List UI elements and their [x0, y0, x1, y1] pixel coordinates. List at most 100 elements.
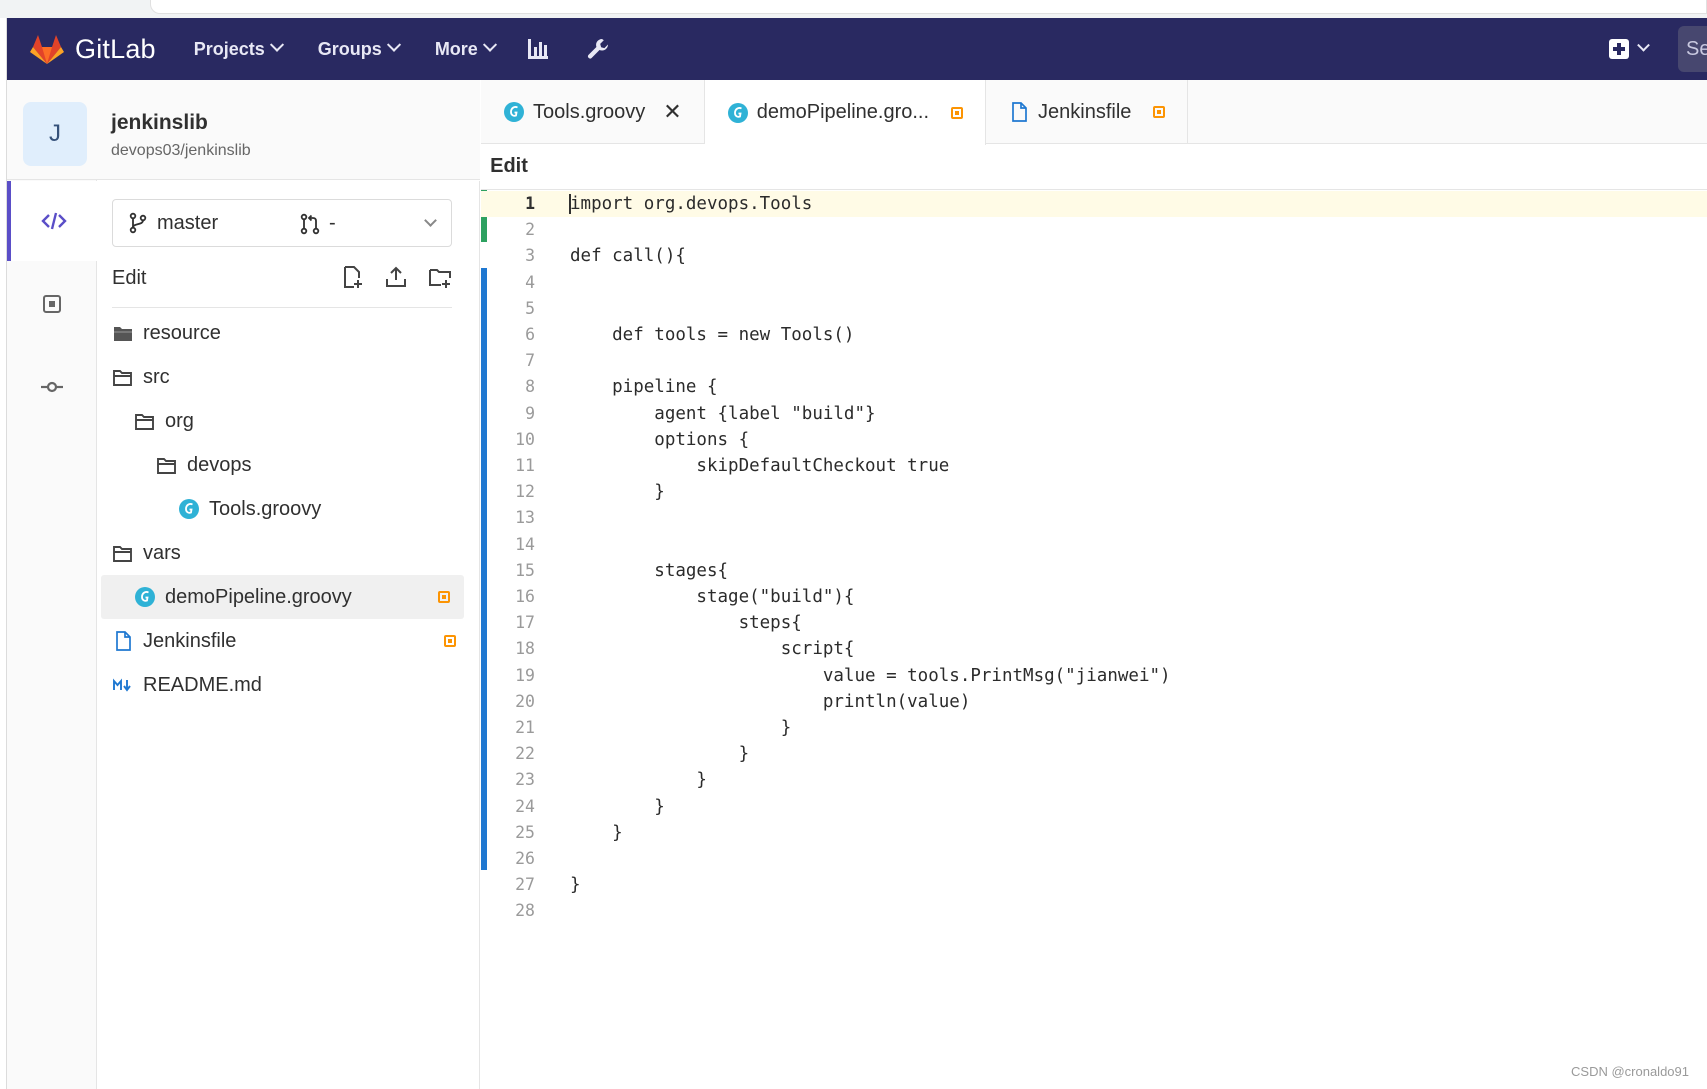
code-line[interactable]: 18 script{	[481, 636, 1707, 662]
new-file-button[interactable]	[338, 263, 366, 291]
code-line[interactable]: 21 }	[481, 715, 1707, 741]
code-text: }	[570, 744, 750, 765]
line-number: 13	[515, 508, 535, 528]
groovy-file-icon	[503, 101, 525, 123]
plus-square-icon	[1609, 39, 1629, 59]
panel-title: Edit	[112, 267, 147, 289]
browser-address-bar[interactable]	[150, 0, 1707, 14]
nav-projects[interactable]: Projects	[194, 37, 284, 60]
file-icon	[112, 630, 134, 652]
tree-folder[interactable]: vars	[98, 531, 480, 575]
line-number: 21	[515, 718, 535, 737]
code-line[interactable]: 24 }	[481, 794, 1707, 820]
code-line[interactable]: 16 stage("build"){	[481, 584, 1707, 610]
code-text: }	[570, 482, 665, 503]
tree-file[interactable]: demoPipeline.groovy	[101, 575, 464, 619]
tree-file[interactable]: Jenkinsfile	[98, 619, 480, 663]
code-text: import org.devops.Tools	[570, 194, 813, 214]
upload-file-button[interactable]	[382, 263, 410, 291]
code-line[interactable]: 23 }	[481, 767, 1707, 793]
project-name[interactable]: jenkinslib	[111, 111, 208, 134]
code-line[interactable]: 4	[481, 270, 1707, 296]
edit-mode-tab[interactable]: Edit	[481, 144, 537, 192]
editor-tab[interactable]: Jenkinsfile	[986, 80, 1189, 144]
chevron-down-icon	[1637, 38, 1650, 52]
chevron-down-icon	[482, 37, 497, 52]
chevron-down-icon	[269, 37, 284, 52]
code-line[interactable]: 26	[481, 846, 1707, 872]
new-item-dropdown[interactable]	[1609, 38, 1650, 59]
code-text: }	[570, 796, 665, 817]
code-line[interactable]: 15 stages{	[481, 558, 1707, 584]
code-line[interactable]: 14	[481, 532, 1707, 558]
tree-file[interactable]: README.md	[98, 663, 480, 707]
editor-tab[interactable]: Tools.groovy✕	[481, 80, 705, 144]
tree-folder[interactable]: devops	[98, 443, 480, 487]
upload-icon	[386, 266, 406, 287]
line-number: 23	[515, 770, 535, 790]
edit-mode-button[interactable]	[7, 181, 97, 261]
code-line[interactable]: 17 steps{	[481, 610, 1707, 636]
code-line[interactable]: 27}	[481, 872, 1707, 898]
editor-tab[interactable]: demoPipeline.gro...	[704, 80, 987, 145]
tree-item-label: demoPipeline.groovy	[165, 585, 352, 608]
code-line[interactable]: 2	[481, 217, 1707, 243]
tree-file[interactable]: Tools.groovy	[98, 487, 480, 531]
text-cursor	[569, 194, 571, 214]
activity-chart-icon[interactable]	[525, 36, 551, 62]
code-line[interactable]: 25 }	[481, 820, 1707, 846]
tree-folder[interactable]: src	[98, 355, 480, 399]
code-line[interactable]: 6 def tools = new Tools()	[481, 322, 1707, 348]
new-folder-icon	[429, 269, 451, 288]
code-line[interactable]: 13	[481, 505, 1707, 531]
project-avatar[interactable]: J	[23, 102, 87, 166]
top-navbar: GitLab Projects Groups More	[7, 18, 1707, 80]
merge-request-selector[interactable]: -	[299, 212, 336, 235]
folder-open-icon	[112, 366, 134, 388]
gitlab-logo[interactable]: GitLab	[29, 33, 156, 65]
tree-item-label: vars	[143, 541, 181, 564]
tree-item-label: Jenkinsfile	[143, 629, 237, 652]
code-line[interactable]: 11 skipDefaultCheckout true	[481, 453, 1707, 479]
code-text: println(value)	[570, 691, 971, 712]
line-number: 16	[515, 587, 535, 606]
code-line[interactable]: 22 }	[481, 741, 1707, 767]
commit-mode-button[interactable]	[7, 347, 97, 427]
close-tab-icon[interactable]: ✕	[663, 99, 682, 124]
line-number: 26	[515, 849, 535, 868]
code-line[interactable]: 10 options {	[481, 427, 1707, 453]
tree-folder[interactable]: org	[98, 399, 480, 443]
browser-tab-strip	[0, 0, 1707, 18]
code-line[interactable]: 20 println(value)	[481, 689, 1707, 715]
groovy-file-icon	[727, 102, 749, 124]
watermark: CSDN @cronaldo91	[1571, 1064, 1689, 1079]
groovy-file-icon	[178, 498, 200, 520]
code-line[interactable]: 12 }	[481, 479, 1707, 505]
tree-folder[interactable]: resource	[98, 311, 480, 355]
code-text: }	[570, 822, 623, 843]
search-input[interactable]: Se	[1678, 26, 1707, 72]
code-line[interactable]: 9 agent {label "build"}	[481, 401, 1707, 427]
ide-activity-bar	[7, 80, 97, 1089]
nav-more[interactable]: More	[435, 37, 497, 60]
admin-wrench-icon[interactable]	[585, 36, 611, 62]
code-line[interactable]: 5	[481, 296, 1707, 322]
code-line[interactable]: 8 pipeline {	[481, 374, 1707, 400]
code-line[interactable]: 28	[481, 898, 1707, 924]
commit-icon	[41, 381, 63, 393]
chevron-down-icon	[386, 37, 401, 52]
code-text: stages{	[570, 560, 729, 581]
new-directory-button[interactable]	[426, 263, 454, 291]
tree-item-label: devops	[187, 453, 252, 476]
modified-indicator-icon	[444, 635, 456, 647]
code-line[interactable]: 7	[481, 348, 1707, 374]
code-line[interactable]: 19 value = tools.PrintMsg("jianwei")	[481, 663, 1707, 689]
branch-name: master	[157, 211, 219, 234]
nav-groups[interactable]: Groups	[318, 37, 401, 60]
branch-dropdown[interactable]: master -	[112, 199, 452, 247]
review-mode-button[interactable]	[7, 264, 97, 344]
